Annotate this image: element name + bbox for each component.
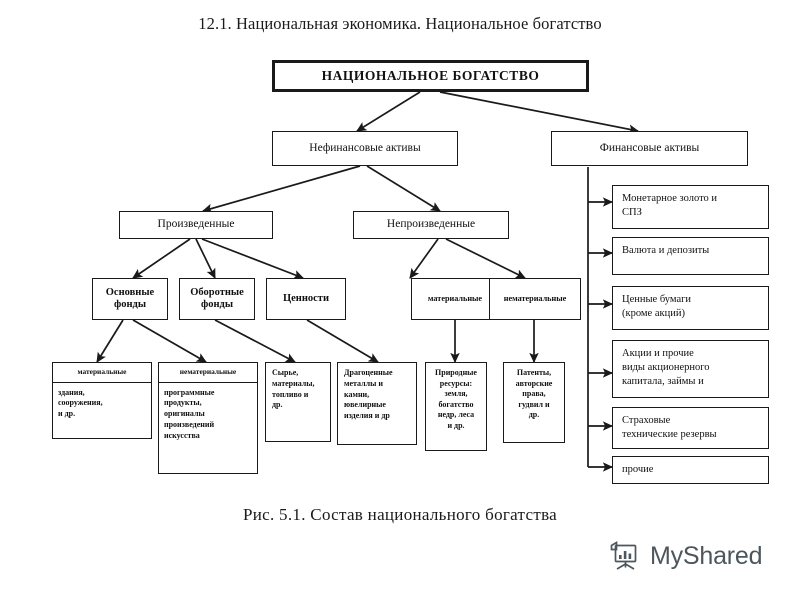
- node-current-funds[interactable]: Оборотные фонды: [179, 278, 255, 320]
- myshared-watermark: MyShared: [608, 540, 763, 572]
- node-insurance-reserves[interactable]: Страховые технические резервы: [612, 407, 769, 449]
- node-fixed-material-header: материальные: [53, 363, 151, 383]
- node-patents[interactable]: Патенты, авторские права, гудвил и др.: [503, 362, 565, 443]
- node-nonproduced-material[interactable]: материальные: [411, 278, 499, 320]
- node-securities[interactable]: Ценные бумаги (кроме акций): [612, 286, 769, 330]
- myshared-label: MyShared: [650, 541, 763, 570]
- node-natural-resources[interactable]: Природные ресурсы: земля, богатство недр…: [425, 362, 487, 451]
- node-valuables[interactable]: Ценности: [266, 278, 346, 320]
- node-financial-assets[interactable]: Финансовые активы: [551, 131, 748, 166]
- figure-caption: Рис. 5.1. Состав национального богатства: [242, 505, 558, 524]
- node-fixed-immaterial-body: программные продукты, оригиналы произвед…: [164, 387, 215, 440]
- node-fixed-material[interactable]: материальные здания, сооружения, и др.: [52, 362, 152, 439]
- node-nonproduced-immaterial[interactable]: нематериальные: [489, 278, 581, 320]
- node-national-wealth[interactable]: НАЦИОНАЛЬНОЕ БОГАТСТВО: [272, 60, 589, 92]
- node-raw-materials[interactable]: Сырье, материалы, топливо и др.: [265, 362, 331, 442]
- page-title: 12.1. Национальная экономика. Национальн…: [198, 14, 602, 33]
- node-shares-capital[interactable]: Акции и прочие виды акционерного капитал…: [612, 340, 769, 398]
- node-fixed-immaterial-header: нематериальные: [159, 363, 257, 383]
- presentation-chart-icon: [610, 540, 637, 570]
- node-nonfinancial-assets[interactable]: Нефинансовые активы: [272, 131, 458, 166]
- node-fixed-funds[interactable]: Основные фонды: [92, 278, 168, 320]
- node-produced[interactable]: Произведенные: [119, 211, 273, 239]
- node-fixed-material-body: здания, сооружения, и др.: [58, 387, 103, 419]
- node-monetary-gold[interactable]: Монетарное золото и СПЗ: [612, 185, 769, 229]
- node-fixed-immaterial[interactable]: нематериальные программные продукты, ори…: [158, 362, 258, 474]
- node-currency-deposits[interactable]: Валюта и депозиты: [612, 237, 769, 275]
- node-nonproduced[interactable]: Непроизведенные: [353, 211, 509, 239]
- node-precious-metals[interactable]: Драгоценные металлы и камни, ювелирные и…: [337, 362, 417, 445]
- node-other-financial[interactable]: прочие: [612, 456, 769, 484]
